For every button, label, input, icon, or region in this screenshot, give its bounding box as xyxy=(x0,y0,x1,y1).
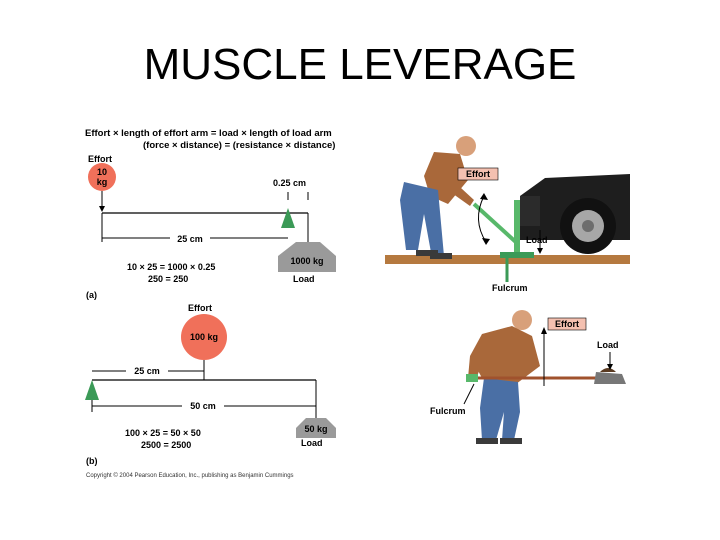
panel-a-load-label: Load xyxy=(293,274,315,284)
panel-a-photo-fulcrum-tag: Fulcrum xyxy=(492,283,528,293)
panel-a-effort-weight: 10 xyxy=(97,167,107,177)
shovel-grip xyxy=(466,374,478,382)
man-b-shoe1 xyxy=(476,438,498,444)
panel-a-effort-arrowhead xyxy=(99,206,105,212)
panel-b-load-weight-text: 50 kg xyxy=(304,424,327,434)
panel-a-effort-unit: kg xyxy=(97,177,108,187)
panel-a-load-arm-label: 0.25 cm xyxy=(273,178,306,188)
panel-b-effort-arm-label: 25 cm xyxy=(134,366,160,376)
man-a-arm xyxy=(442,176,474,206)
panel-b-photo-fulcrum-tag: Fulcrum xyxy=(430,406,466,416)
panel-b-calc1: 100 × 25 = 50 × 50 xyxy=(125,428,201,438)
panel-a-effort-ball xyxy=(88,163,116,191)
panel-a-effort-label: Effort xyxy=(88,154,112,164)
panel-b-load-arm-label: 50 cm xyxy=(190,401,216,411)
panel-a-load-weight xyxy=(278,242,336,272)
panel-b-effort-ball xyxy=(181,314,227,360)
equation-line1: Effort × length of effort arm = load × l… xyxy=(85,128,332,139)
man-b-shirt xyxy=(470,326,540,384)
panel-a-calc2: 250 = 250 xyxy=(148,274,188,284)
man-a-shoe2 xyxy=(430,253,452,259)
panel-b-fulcrum xyxy=(85,380,99,400)
panel-a-effort-tag-box xyxy=(457,167,499,181)
panel-a-tag: (a) xyxy=(86,290,97,300)
panel-a-calc1: 10 × 25 = 1000 × 0.25 xyxy=(127,262,215,272)
equation-line2: (force × distance) = (resistance × dista… xyxy=(143,140,335,151)
panel-b-calc2: 2500 = 2500 xyxy=(141,440,191,450)
jack-handle xyxy=(472,202,520,246)
panel-b-tag: (b) xyxy=(86,456,98,466)
man-a-jeans xyxy=(400,182,444,258)
man-b-head xyxy=(512,310,532,330)
car-bumper xyxy=(520,196,540,226)
panel-b-load-weight xyxy=(296,418,336,438)
panel-b-diagram: Effort 100 kg 25 cm 50 cm 50 kg Load 100… xyxy=(85,303,336,466)
panel-b-photo-load-tag: Load xyxy=(597,340,619,350)
shovel-blade xyxy=(594,372,626,384)
panel-b-load-label: Load xyxy=(301,438,323,448)
slide-title: MUSCLE LEVERAGE xyxy=(143,40,577,89)
jack-swing-arc xyxy=(478,195,487,243)
panel-a-effort-tag: Effort xyxy=(466,169,490,179)
panel-b-effort-weight: 100 kg xyxy=(190,332,218,342)
panel-a-photo: Effort Load Fulcrum xyxy=(385,136,630,293)
jack-base xyxy=(500,252,534,258)
panel-a-photo-load-tag: Load xyxy=(526,235,548,245)
jack-post xyxy=(514,200,520,256)
panel-b-photo: Effort Load Fulcrum xyxy=(430,310,626,444)
man-a-head xyxy=(456,136,476,156)
panel-a-effort-arm-label: 25 cm xyxy=(177,234,203,244)
panel-b-effort-tag-box xyxy=(547,317,587,331)
man-a-shoe1 xyxy=(416,250,438,256)
panel-b-effort-tag: Effort xyxy=(555,319,579,329)
copyright-text: Copyright © 2004 Pearson Education, Inc.… xyxy=(86,472,294,479)
man-b-jeans xyxy=(480,378,520,440)
shovel-dirt xyxy=(600,368,616,372)
panel-a-load-weight-text: 1000 kg xyxy=(290,256,323,266)
panel-a-diagram: Effort 10 kg 0.25 cm 25 cm 1000 kg Load … xyxy=(86,154,336,300)
man-b-shoe2 xyxy=(500,438,522,444)
panel-a-fulcrum xyxy=(281,208,295,228)
panel-b-effort-label: Effort xyxy=(188,303,212,313)
